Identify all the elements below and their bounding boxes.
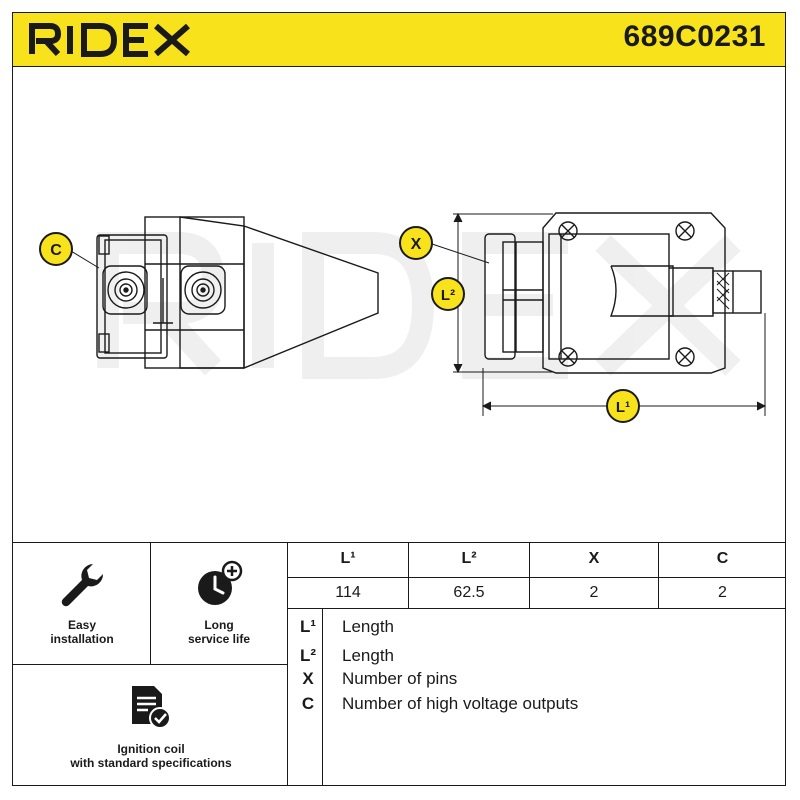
feature-standard-specifications: Ignition coil with standard specificatio… [20, 684, 282, 770]
document-check-icon [132, 686, 171, 729]
callout-l1: L¹ [606, 389, 640, 423]
table-header: X [588, 550, 600, 567]
table-divider [287, 608, 786, 609]
divider [150, 542, 151, 664]
table-cell: 62.5 [453, 584, 485, 601]
legend-text: Number of high voltage outputs [342, 694, 579, 713]
feature-long-service-life: Long service life [157, 560, 281, 646]
divider [322, 608, 323, 786]
table-header: L² [461, 550, 477, 567]
part-number: 689C0231 [623, 20, 766, 53]
legend-text: Length [342, 646, 394, 665]
legend-symbol: L¹ [299, 617, 317, 636]
table-divider [408, 542, 409, 608]
coil-end-view [96, 216, 379, 369]
callout-l1-label: L¹ [616, 399, 630, 416]
table-divider [529, 542, 530, 608]
legend-symbol: X [302, 669, 314, 688]
feature-line1: Easy [67, 618, 97, 632]
table-cell: 2 [589, 584, 599, 601]
table-divider [287, 577, 786, 578]
legend-symbol: C [301, 694, 315, 713]
watermark-logo [97, 232, 741, 379]
technical-drawing: C X L² L¹ [39, 212, 767, 423]
feature-line1: Long [204, 618, 234, 632]
table-header: C [716, 550, 729, 567]
feature-easy-installation: Easy installation [20, 560, 144, 646]
legend-symbol: L² [299, 646, 317, 665]
legend-text: Number of pins [342, 669, 458, 688]
legend-text: Length [342, 617, 394, 636]
feature-line2: installation [50, 632, 114, 646]
feature-line2: service life [187, 632, 251, 646]
feature-line1: Ignition coil [117, 742, 185, 756]
hatch-pattern [716, 272, 730, 310]
callout-c-label: C [50, 242, 62, 259]
ridex-logo [29, 23, 190, 57]
divider [12, 664, 287, 665]
table-divider [658, 542, 659, 608]
feature-line2: with standard specifications [70, 756, 232, 770]
spec-section [12, 542, 786, 787]
clock-plus-icon [198, 560, 243, 605]
coil-side-view [484, 212, 762, 374]
divider [287, 542, 288, 786]
callout-l2: L² [431, 277, 465, 311]
table-cell: 114 [335, 584, 361, 601]
callout-x: X [399, 226, 433, 260]
wrench-icon [61, 564, 104, 607]
table-cell: 2 [718, 584, 727, 601]
callout-l2-label: L² [441, 287, 455, 304]
table-header: L¹ [340, 550, 356, 567]
callout-c: C [39, 232, 73, 266]
callout-x-label: X [411, 236, 422, 253]
